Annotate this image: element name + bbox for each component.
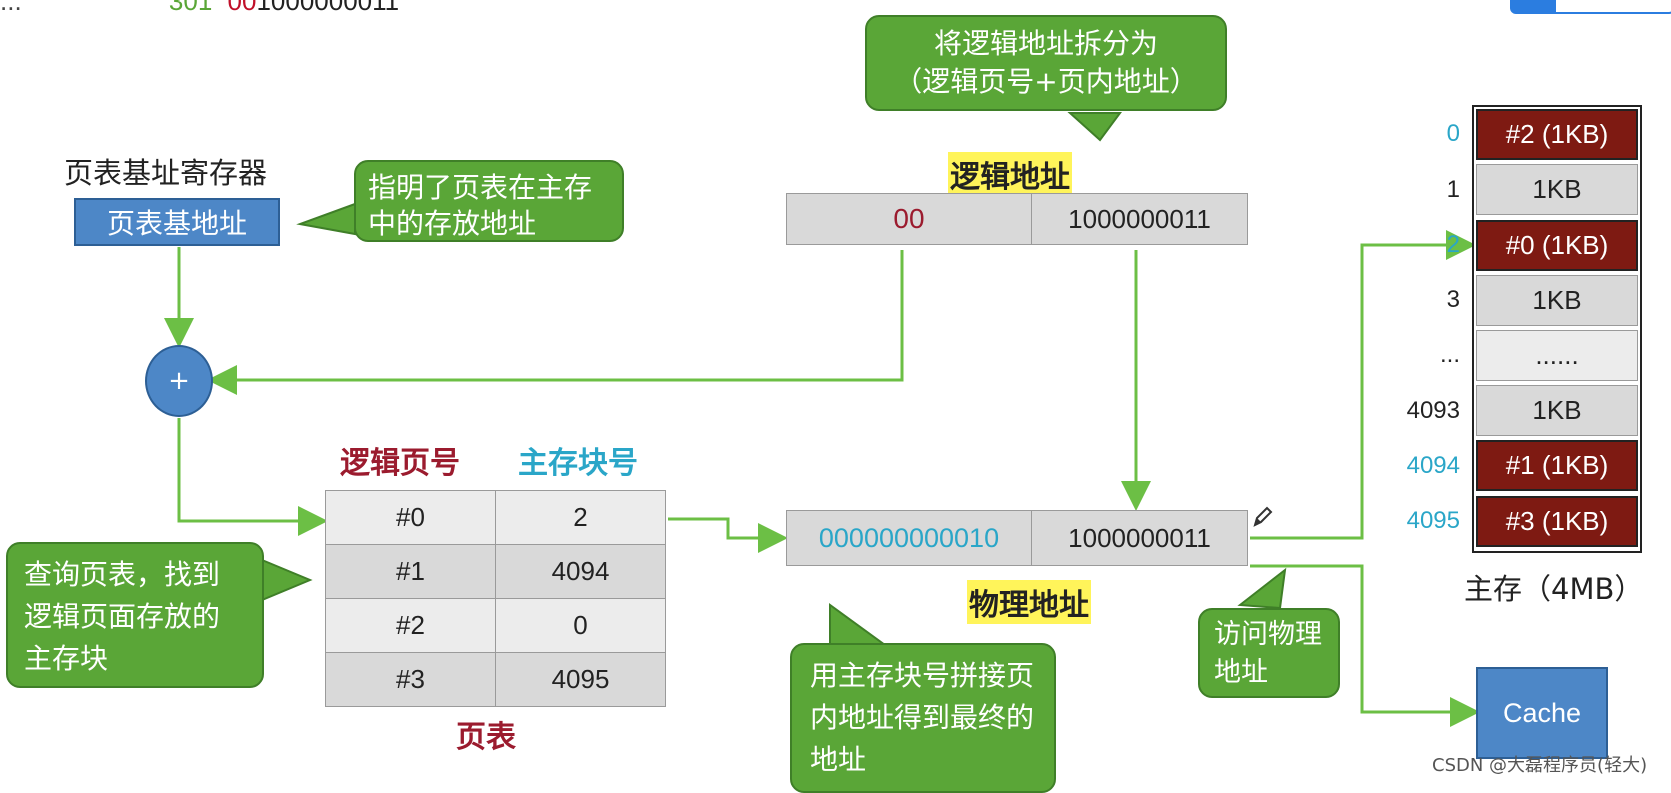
split-note-line1: 将逻辑地址拆分为	[933, 27, 1158, 60]
page-table-row3-page: #3	[325, 652, 496, 707]
page-table-col-page-header: 逻辑页号	[340, 446, 460, 481]
memory-index-1: 1	[1446, 176, 1460, 203]
callout-access-note: 访问物理地址	[1198, 608, 1340, 698]
memory-block-1: 1KB	[1476, 164, 1638, 215]
callout-tail-split	[1067, 112, 1122, 142]
page-table-row0-block: 2	[495, 490, 666, 545]
callout-tail-concat	[829, 603, 889, 646]
page-table-caption: 页表	[456, 720, 516, 755]
memory-block-2: #0 (1KB)	[1476, 220, 1638, 271]
memory-index-ellipsis: ...	[1439, 341, 1460, 368]
page-table-row3-block: 4095	[495, 652, 666, 707]
memory-index-0: 0	[1446, 120, 1460, 147]
arrow-adder-to-table	[177, 418, 328, 536]
callout-split-note: 将逻辑地址拆分为 （逻辑页号+页内地址）	[865, 15, 1227, 111]
memory-index-3: 3	[1446, 286, 1460, 313]
watermark: CSDN @大磊程序员(轻大)	[1432, 755, 1648, 776]
page-table-col-block-header: 主存块号	[518, 446, 638, 481]
callout-tail-register	[296, 202, 356, 236]
cache-box: Cache	[1476, 667, 1608, 759]
adder-circle: +	[145, 345, 213, 417]
memory-block-4093: 1KB	[1476, 385, 1638, 436]
top-fragment-prefix: ...	[0, 0, 22, 16]
callout-tail-lookup	[261, 558, 313, 602]
callout-register-note: 指明了页表在主存中的存放地址	[354, 160, 624, 242]
split-note-line2: （逻辑页号+页内地址）	[894, 65, 1198, 98]
main-memory-caption: 主存（4MB）	[1464, 572, 1644, 606]
arrow-pagenum-to-adder	[207, 250, 904, 395]
register-title: 页表基址寄存器	[64, 156, 268, 190]
physical-block-number: 000000000010	[786, 510, 1032, 566]
physical-address-label: 物理地址	[967, 580, 1091, 624]
page-table-row1-block: 4094	[495, 544, 666, 599]
memory-index-2: 2	[1446, 231, 1460, 258]
memory-block-4094: #1 (1KB)	[1476, 440, 1638, 491]
top-right-toggle[interactable]	[1510, 0, 1671, 14]
pencil-icon	[1252, 505, 1274, 533]
memory-index-4095: 4095	[1406, 507, 1460, 534]
page-table-row1-page: #1	[325, 544, 496, 599]
logical-address-label: 逻辑地址	[948, 152, 1072, 196]
memory-block-3: 1KB	[1476, 275, 1638, 326]
page-table-row2-page: #2	[325, 598, 496, 653]
register-box: 页表基地址	[74, 198, 280, 246]
top-fragment-red: 00	[227, 0, 257, 16]
top-fragment-green: 301	[168, 0, 213, 16]
arrow-table-to-physical	[668, 517, 788, 553]
logical-page-number: 00	[786, 193, 1032, 245]
memory-index-4093: 4093	[1406, 397, 1460, 424]
top-fragment: ... 301 001000000011	[0, 0, 399, 17]
memory-block-4095: #3 (1KB)	[1476, 496, 1638, 547]
memory-block-ellipsis: ......	[1476, 330, 1638, 381]
top-fragment-dark: 1000000011	[256, 0, 400, 16]
page-table-row0-page: #0	[325, 490, 496, 545]
memory-index-4094: 4094	[1406, 452, 1460, 479]
toggle-fill	[1512, 0, 1556, 12]
arrow-physical-to-cache	[1250, 564, 1480, 727]
callout-lookup-note: 查询页表，找到逻辑页面存放的主存块	[6, 542, 264, 688]
callout-tail-access	[1237, 567, 1287, 610]
callout-concat-note: 用主存块号拼接页内地址得到最终的地址	[790, 643, 1056, 793]
arrow-physical-to-memory	[1250, 230, 1476, 540]
memory-block-0: #2 (1KB)	[1476, 109, 1638, 160]
logical-offset: 1000000011	[1031, 193, 1248, 245]
physical-offset: 1000000011	[1031, 510, 1248, 566]
page-table-row2-block: 0	[495, 598, 666, 653]
